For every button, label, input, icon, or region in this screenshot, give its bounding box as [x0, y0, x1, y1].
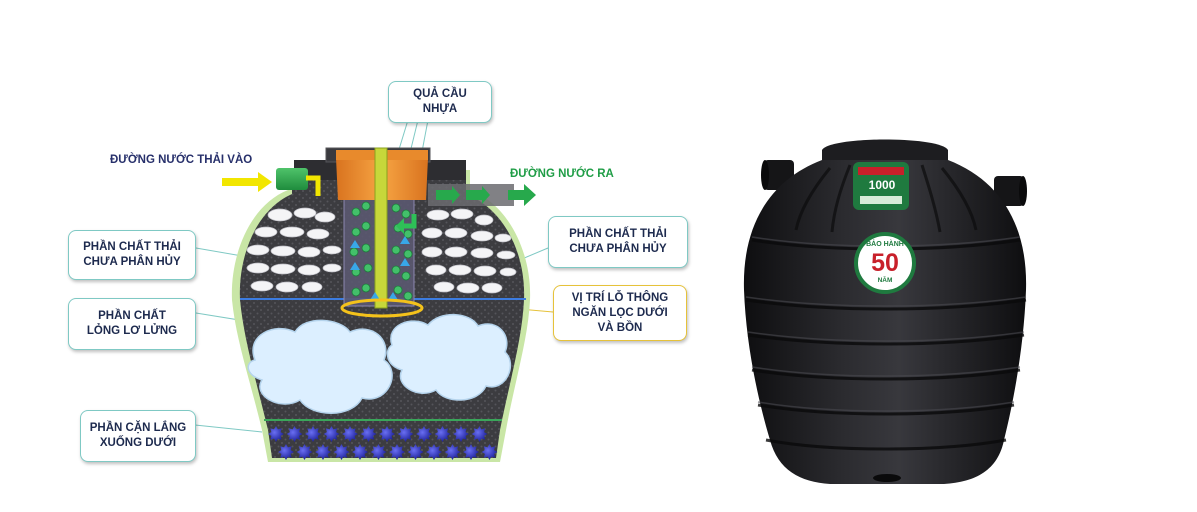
- warranty-badge: BẢO HÀNH 50 NĂM: [854, 232, 916, 294]
- waste-pellets: [246, 207, 517, 294]
- sediment-particle: [296, 444, 313, 460]
- warranty-badge-top: BẢO HÀNH: [866, 241, 904, 248]
- callout-left-waste-line1: PHẦN CHẤT THẢI: [83, 241, 181, 253]
- sediment-particle: [315, 444, 331, 460]
- callout-sediment-line2: XUỐNG DƯỚI: [99, 437, 177, 449]
- callout-plastic-ball-line2: NHỰA: [422, 103, 458, 115]
- sediment-particle: [286, 426, 303, 442]
- callout-sediment: PHẦN CẶN LẮNG XUỐNG DƯỚI: [80, 410, 196, 462]
- inlet-bend: [306, 175, 321, 196]
- outlet-arrows: [436, 184, 536, 206]
- product-label-model: 1000: [868, 178, 896, 192]
- callout-right-waste: PHẦN CHẤT THẢI CHƯA PHÂN HỦY: [548, 216, 688, 268]
- inlet-arrow: [222, 172, 272, 192]
- sediment-particle: [389, 444, 405, 460]
- callout-vent-line3: VÀ BỒN: [597, 321, 643, 334]
- sediment-particle: [426, 444, 442, 460]
- plastic-balls: [349, 201, 413, 301]
- sediment-particle: [352, 444, 368, 460]
- sediment-particle: [397, 426, 414, 442]
- inlet-pipe: [276, 168, 308, 190]
- callout-right-waste-line1: PHẦN CHẤT THẢI: [569, 228, 667, 240]
- center-pipe: [374, 147, 388, 309]
- tank-neck: [822, 139, 948, 166]
- sediment-particle: [471, 426, 488, 442]
- callout-plastic-ball: QUẢ CẦU NHỰA: [388, 81, 492, 123]
- sediment-particle: [407, 444, 424, 460]
- callout-vent-position: VỊ TRÍ LỖ THÔNG NGĂN LỌC DƯỚI VÀ BỒN: [553, 285, 687, 341]
- sediment-particle: [305, 426, 321, 442]
- sediment-particles: [268, 426, 498, 460]
- sediment-particle: [453, 426, 469, 442]
- sediment-particle: [370, 444, 387, 460]
- sediment-particle: [360, 426, 377, 442]
- callout-suspended-line1: PHẦN CHẤT: [98, 310, 166, 322]
- suspended-cloud-left: [247, 319, 393, 414]
- sediment-particle: [481, 444, 498, 460]
- sediment-particle: [463, 444, 479, 460]
- sediment-particle: [333, 444, 350, 460]
- flow-up-arrows: [350, 236, 410, 300]
- sediment-particle: [268, 426, 284, 442]
- outlet-label: ĐƯỜNG NƯỚC RA: [510, 168, 614, 180]
- sediment-particle: [434, 426, 451, 442]
- callout-suspended-line2: LỎNG LƠ LỬNG: [86, 325, 178, 337]
- callout-vent-line2: NGĂN LỌC DƯỚI: [572, 306, 668, 319]
- outlet-bend: [404, 214, 417, 229]
- callout-left-waste: PHẦN CHẤT THẢI CHƯA PHÂN HỦY: [68, 230, 196, 280]
- sediment-particle: [278, 444, 294, 460]
- sediment-particle: [323, 426, 340, 442]
- tank-body: [743, 160, 1027, 484]
- warranty-badge-number: 50: [871, 249, 899, 277]
- suspended-cloud-right: [386, 313, 512, 401]
- tank-outlet-stub: [994, 176, 1024, 206]
- callout-suspended-liquid: PHẦN CHẤT LỎNG LƠ LỬNG: [68, 298, 196, 350]
- inlet-label: ĐƯỜNG NƯỚC THẢI VÀO: [110, 154, 253, 166]
- sediment-particle: [416, 426, 432, 442]
- vent-ring: [340, 298, 424, 318]
- callout-right-waste-line2: CHƯA PHÂN HỦY: [569, 243, 667, 255]
- callout-plastic-ball-line1: QUẢ CẦU: [413, 88, 467, 100]
- product-tank: [743, 139, 1027, 484]
- warranty-badge-bottom: NĂM: [877, 277, 893, 284]
- callout-left-waste-line2: CHƯA PHÂN HỦY: [83, 256, 181, 268]
- callout-sediment-line1: PHẦN CẶN LẮNG: [89, 422, 187, 434]
- callout-vent-line1: VỊ TRÍ LỖ THÔNG: [571, 291, 669, 304]
- sediment-particle: [379, 426, 395, 442]
- sediment-particle: [444, 444, 461, 460]
- sediment-particle: [342, 426, 358, 442]
